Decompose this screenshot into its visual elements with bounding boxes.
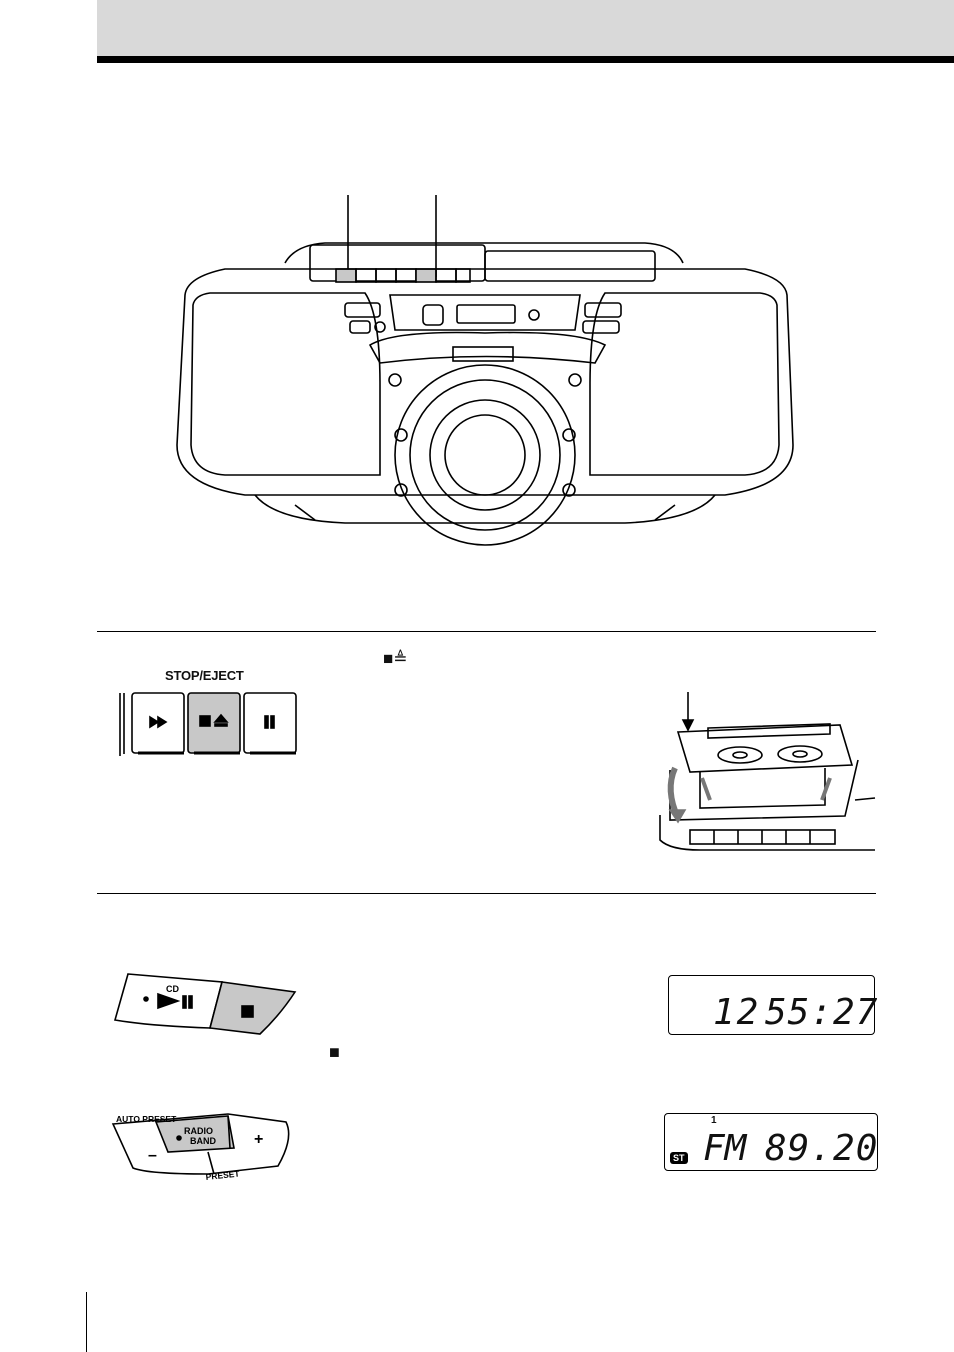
- radio-band-readout: FM: [703, 1128, 747, 1169]
- radio-frequency-readout: 89.20: [765, 1128, 879, 1169]
- stereo-badge: ST: [670, 1152, 688, 1164]
- header-band: [97, 0, 954, 56]
- cd-lcd-display: 12 55:27: [668, 975, 879, 1035]
- boombox-illustration: [176, 195, 794, 546]
- stop-symbol-note: ■: [329, 1042, 340, 1062]
- section-divider-1: [97, 631, 876, 632]
- preset-number: 1: [711, 1115, 717, 1126]
- band-label: BAND: [190, 1136, 216, 1146]
- stop-eject-key-strip: [119, 692, 297, 756]
- preset-label: PRESET: [205, 1168, 241, 1182]
- cd-elapsed-time: 55:27: [765, 992, 879, 1033]
- radio-label: RADIO: [184, 1126, 213, 1136]
- stop-eject-symbol: ■≜: [383, 649, 408, 668]
- plus-label: +: [254, 1131, 263, 1148]
- header-rule: [97, 56, 954, 63]
- cassette-keys: [335, 268, 471, 283]
- cd-play-stop-button: CD: [113, 973, 297, 1035]
- cd-label: CD: [166, 984, 179, 994]
- radio-band-button: AUTO PRESET RADIO BAND – + PRESET: [111, 1113, 290, 1182]
- minus-label: –: [148, 1147, 157, 1164]
- section-divider-2: [97, 893, 876, 894]
- cassette-insertion-illustration: [659, 692, 876, 851]
- auto-preset-label: AUTO PRESET: [116, 1114, 177, 1124]
- left-margin-rule: [86, 1292, 87, 1352]
- stop-eject-label: STOP/EJECT: [165, 668, 244, 683]
- radio-lcd-display: 1 ST FM 89.20: [664, 1113, 878, 1171]
- cd-track-number: 12: [713, 992, 761, 1033]
